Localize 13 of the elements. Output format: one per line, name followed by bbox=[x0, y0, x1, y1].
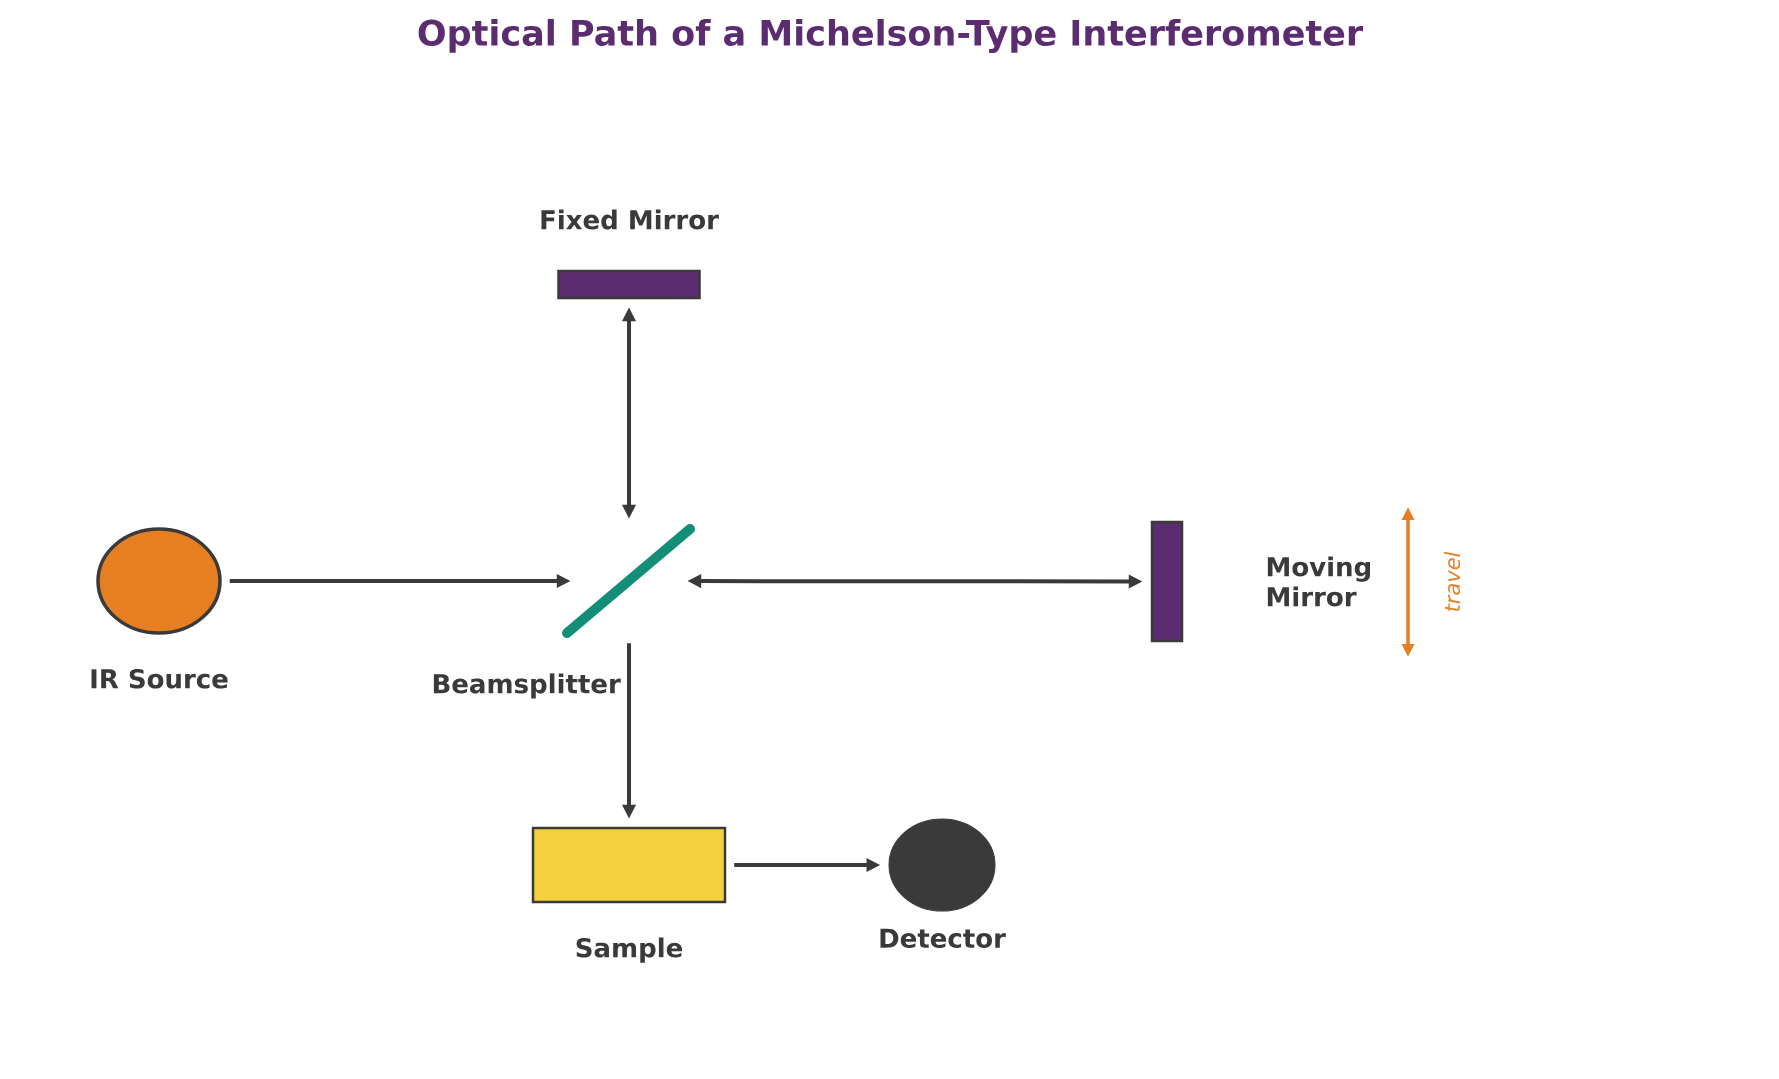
annotation: travel bbox=[1443, 551, 1461, 612]
mirror: Fixed Mirror bbox=[541, 209, 719, 300]
node-label: Detector bbox=[880, 928, 1006, 949]
detector: Detector bbox=[880, 818, 1006, 949]
node-label: Fixed Mirror bbox=[541, 209, 719, 230]
title: Optical Path of a Michelson-Type Interferometer bbox=[418, 18, 1364, 54]
light-source: IR Source bbox=[91, 527, 228, 689]
node-label: IR Source bbox=[91, 668, 228, 689]
beamsplitter: Beamsplitter bbox=[433, 524, 695, 699]
mirror: Moving Mirror bbox=[1150, 520, 1370, 643]
node-label: Moving Mirror bbox=[1267, 556, 1371, 607]
sample-box: Sample bbox=[531, 826, 727, 963]
node-label: Sample bbox=[576, 937, 683, 963]
